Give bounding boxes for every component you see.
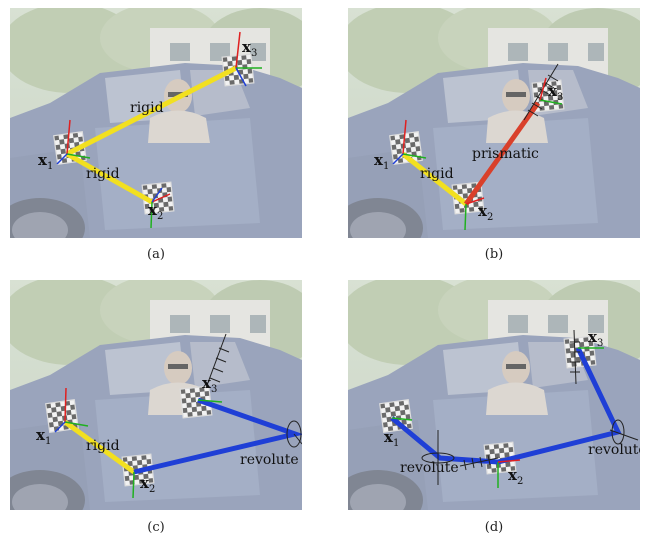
- panel-d: revolute revolute x1 x2 x3: [348, 280, 640, 510]
- prismatic-axis-icon: [459, 454, 499, 471]
- prismatic-axis-icon: [523, 63, 559, 121]
- panel-d-figure: revolute revolute x1 x2 x3: [348, 280, 640, 510]
- frame-x3-icon: [197, 399, 223, 403]
- link-label: rigid: [86, 166, 120, 182]
- frame-x1-icon: [54, 387, 89, 433]
- link-label: rigid: [420, 166, 454, 182]
- frame-x3-icon: [539, 77, 563, 105]
- link-label: rigid: [86, 438, 120, 454]
- point-label-x3: x3: [202, 374, 217, 395]
- point-label-x2: x2: [140, 474, 155, 495]
- link-label: prismatic: [472, 146, 539, 162]
- panel-b-figure: prismatic rigid x1 x2 x3: [348, 8, 640, 238]
- frame-x2-icon: [132, 471, 135, 499]
- caption-c: (c): [147, 520, 165, 535]
- point-label-x2: x2: [508, 466, 523, 487]
- frame-x2-icon: [497, 459, 521, 488]
- panel-c: rigid revolute x1 x2 x3: [10, 280, 302, 510]
- point-label-x1: x1: [38, 151, 53, 172]
- rigid-link: [63, 419, 136, 475]
- frame-x2-icon: [464, 197, 485, 231]
- point-label-x3: x3: [548, 82, 563, 103]
- panel-b: prismatic rigid x1 x2 x3: [348, 8, 640, 238]
- panel-a-figure: rigid rigid x1 x2 x3: [10, 8, 302, 238]
- panel-c-figure: rigid revolute x1 x2 x3: [10, 280, 302, 510]
- point-label-x2: x2: [478, 202, 493, 223]
- frame-x1-icon: [392, 119, 427, 165]
- link-label: revolute: [588, 442, 640, 458]
- frame-x3-icon: [235, 31, 262, 87]
- frame-x2-icon: [150, 187, 171, 229]
- revolute-joint-icon: [609, 419, 639, 445]
- prismatic-axis-icon: [570, 329, 580, 385]
- rigid-link-1: [65, 65, 238, 157]
- revolute-joint-icon: [421, 430, 455, 485]
- rigid-link: [401, 152, 468, 206]
- point-label-x1: x1: [36, 426, 51, 447]
- prismatic-link: [463, 101, 541, 206]
- prismatic-axis-icon: [205, 333, 230, 389]
- point-label-x3: x3: [242, 38, 257, 59]
- point-label-x1: x1: [384, 428, 399, 449]
- panel-a: rigid rigid x1 x2 x3: [10, 8, 302, 238]
- rigid-link-2: [65, 151, 154, 205]
- revolute-joint-icon: [286, 420, 302, 448]
- link-label: revolute: [240, 452, 299, 468]
- link-label: rigid: [130, 100, 164, 116]
- point-label-x2: x2: [148, 201, 163, 222]
- caption-a: (a): [147, 247, 165, 262]
- caption-b: (b): [484, 247, 504, 262]
- frame-x1-icon: [391, 417, 413, 421]
- caption-d: (d): [484, 520, 504, 535]
- revolute-link: [133, 397, 302, 475]
- point-label-x1: x1: [374, 151, 389, 172]
- point-label-x3: x3: [588, 328, 603, 349]
- frame-x1-icon: [56, 119, 91, 165]
- link-label: revolute: [400, 460, 459, 476]
